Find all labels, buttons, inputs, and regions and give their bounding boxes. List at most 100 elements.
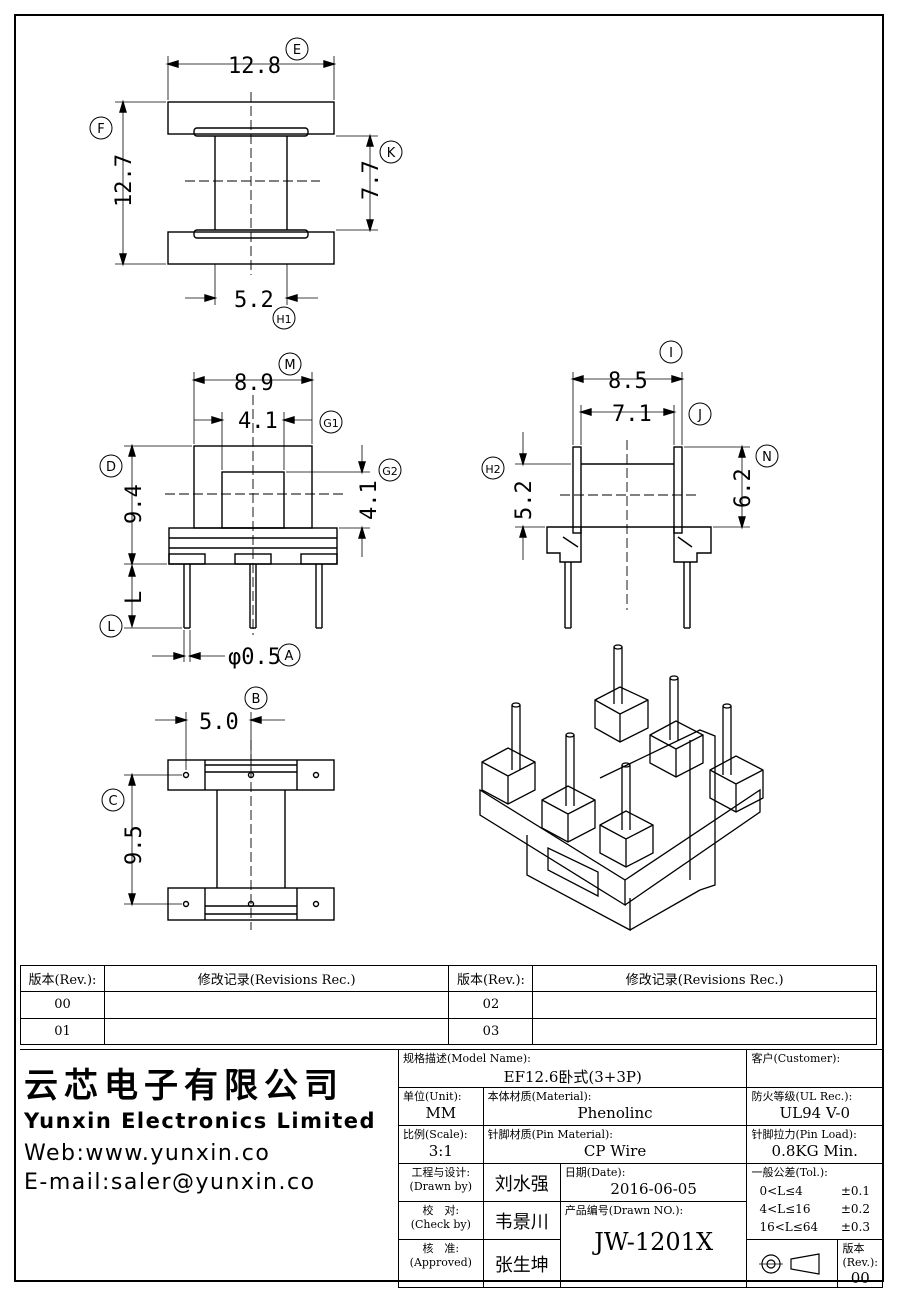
revisions-table: 版本(Rev.): 修改记录(Revisions Rec.) 版本(Rev.):… [20, 964, 877, 1046]
drawn-no-label: 产品编号(Drawn NO.): [564, 1204, 684, 1217]
ul-label: 防火等级(UL Rec.): [751, 1090, 853, 1103]
approved-label-en: (Approved) [409, 1256, 472, 1269]
rev-cell: 02 [448, 991, 534, 1019]
approved-label-cell: 核 准: (Approved) [398, 1239, 484, 1288]
check-by-label-en: (Check by) [410, 1218, 471, 1231]
marker-n [755, 444, 779, 468]
drawn-no-value: JW-1201X [594, 1228, 714, 1256]
pin-material-value: CP Wire [583, 1142, 647, 1160]
svg-text:B: B [252, 692, 261, 707]
title-block: 规格描述(Model Name): EF12.6卧式(3+3P) 客户(Cust… [397, 1049, 883, 1288]
approved-value: 张生坤 [494, 1254, 549, 1276]
view-isometric [479, 644, 764, 932]
svg-text:H1: H1 [276, 313, 291, 326]
unit-label: 单位(Unit): [403, 1090, 462, 1103]
svg-text:C: C [108, 794, 117, 809]
dim-h2-value: 5.2 [512, 480, 537, 520]
marker-d [99, 454, 123, 478]
drawn-by-label-cn: 工程与设计: [411, 1166, 471, 1179]
rev-header-right: 版本(Rev.): [448, 964, 534, 993]
model-cell: 规格描述(Model Name): EF12.6卧式(3+3P) [397, 1049, 748, 1088]
model-label: 规格描述(Model Name): [403, 1052, 531, 1065]
scale-label: 比例(Scale): [403, 1128, 468, 1141]
check-by-label-cn: 校 对: [422, 1204, 460, 1217]
view-bottom: 5.0 9.5 [122, 710, 335, 930]
dim-g1-value: 4.1 [238, 409, 278, 434]
dim-l-value: L [122, 591, 147, 604]
rec-header-left: 修改记录(Revisions Rec.) [103, 964, 450, 993]
dim-g2-value: 4.1 [357, 480, 382, 520]
tol-row: 16<L≤64±0.3 [759, 1220, 870, 1234]
svg-text:J: J [697, 408, 702, 423]
pin-load-value: 0.8KG Min. [771, 1142, 858, 1160]
company-block: 云芯电子有限公司 Yunxin Electronics Limited Web:… [24, 1058, 394, 1195]
marker-a [277, 643, 301, 667]
marker-g1 [319, 410, 343, 434]
rec-cell [532, 1017, 877, 1046]
dim-d-value: 9.4 [122, 484, 147, 524]
marker-l [99, 614, 123, 638]
svg-text:E: E [293, 43, 301, 58]
drawn-no-cell: 产品编号(Drawn NO.): JW-1201X [559, 1201, 748, 1288]
ul-cell: 防火等级(UL Rec.): UL94 V-0 [746, 1087, 883, 1126]
marker-e [285, 37, 309, 61]
rev-value: 00 [850, 1269, 870, 1287]
dim-i-value: 8.5 [608, 369, 648, 394]
unit-value: MM [425, 1104, 457, 1122]
marker-c [101, 788, 125, 812]
markers: E F K H1 M G1 G2 D L A I J H2 N B C [89, 37, 779, 812]
separator-line [20, 1049, 398, 1050]
svg-text:H2: H2 [485, 463, 500, 476]
pin-material-label: 针脚材质(Pin Material): [487, 1128, 613, 1141]
marker-m [278, 352, 302, 376]
svg-text:D: D [106, 460, 116, 475]
svg-text:K: K [387, 146, 396, 161]
date-value: 2016-06-05 [610, 1180, 697, 1198]
check-by-value: 韦景川 [494, 1211, 549, 1233]
view-top: 12.8 12.7 7.7 5.2 [112, 54, 384, 313]
dim-c-value: 9.5 [122, 825, 147, 865]
marker-g2 [378, 458, 402, 482]
tol-row: 4<L≤16±0.2 [759, 1202, 870, 1216]
rev-label: 版本(Rev.): [842, 1242, 878, 1269]
svg-text:L: L [107, 620, 115, 635]
rec-cell [532, 991, 877, 1019]
projection-symbol [747, 1240, 839, 1287]
material-value: Phenolinc [577, 1104, 653, 1122]
ul-value: UL94 V-0 [779, 1104, 850, 1122]
material-cell: 本体材质(Material): Phenolinc [482, 1087, 748, 1126]
svg-text:F: F [97, 122, 104, 137]
approved-label-cn: 核 准: [422, 1242, 460, 1255]
rec-cell [103, 991, 450, 1019]
scale-cell: 比例(Scale): 3:1 [398, 1125, 484, 1164]
check-by-label-cell: 校 对: (Check by) [398, 1201, 484, 1240]
company-web: Web:www.yunxin.co [24, 1141, 271, 1166]
drawn-by-value: 刘水强 [494, 1173, 549, 1195]
customer-label: 客户(Customer): [751, 1052, 841, 1065]
pin-load-cell: 针脚拉力(Pin Load): 0.8KG Min. [746, 1125, 883, 1164]
company-name-en: Yunxin Electronics Limited [24, 1109, 377, 1133]
marker-f [89, 116, 113, 140]
marker-k [379, 140, 403, 164]
view-side: 8.5 7.1 5.2 6.2 [512, 369, 756, 629]
dim-m-value: 8.9 [234, 371, 274, 396]
date-label: 日期(Date): [564, 1166, 626, 1179]
dim-a-value: φ0.5 [228, 645, 281, 670]
projection-icon [759, 1252, 821, 1275]
marker-j [688, 402, 712, 426]
dim-f-value: 12.7 [112, 154, 137, 207]
dim-b-value: 5.0 [199, 710, 239, 735]
company-email: E-mail:saler@yunxin.co [24, 1170, 316, 1195]
pin-load-label: 针脚拉力(Pin Load): [751, 1128, 857, 1141]
svg-text:A: A [285, 649, 294, 664]
tol-row: 0<L≤4±0.1 [759, 1184, 870, 1198]
tolerance-cell: 一般公差(Tol.): 0<L≤4±0.1 4<L≤16±0.2 16<L≤64… [746, 1163, 883, 1240]
dim-n-value: 6.2 [731, 468, 756, 508]
svg-text:G1: G1 [323, 417, 339, 430]
company-name-cn: 云芯电子有限公司 [24, 1066, 344, 1106]
dim-j-value: 7.1 [612, 402, 652, 427]
marker-h1 [272, 306, 296, 330]
customer-cell: 客户(Customer): [746, 1049, 883, 1088]
svg-text:M: M [284, 358, 295, 373]
rec-header-right: 修改记录(Revisions Rec.) [532, 964, 877, 993]
